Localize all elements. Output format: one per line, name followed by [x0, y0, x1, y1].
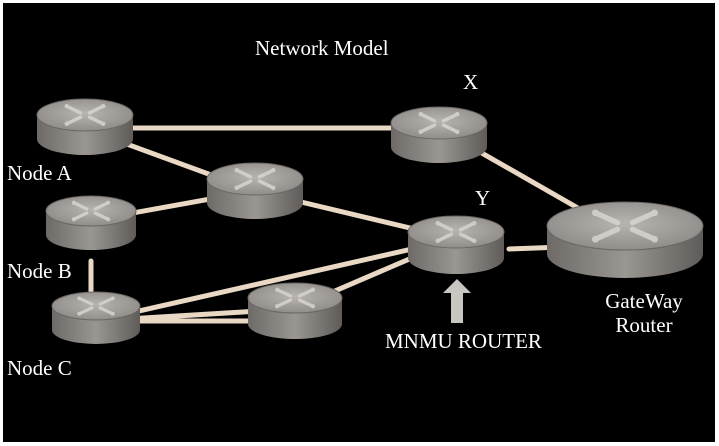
gateway-label-line1: GateWay	[605, 289, 683, 313]
node-c-label: Node C	[7, 356, 72, 380]
router-top	[390, 106, 488, 140]
network-diagram	[36, 98, 704, 344]
router-gateway	[546, 201, 704, 278]
router-top	[546, 201, 704, 251]
diagram-canvas: Network Model X Y Node A Node B Node C M…	[3, 3, 715, 442]
mnmu-router-label: MNMU ROUTER	[385, 329, 542, 353]
router-node-a	[36, 98, 134, 155]
router-top	[51, 291, 141, 321]
router-y	[407, 215, 505, 274]
router-icon	[275, 287, 315, 309]
router-x	[390, 106, 488, 163]
node-b-label: Node B	[7, 259, 72, 283]
router-top	[407, 215, 505, 249]
router-top	[36, 98, 134, 132]
router-5	[247, 282, 343, 339]
node-a-label: Node A	[7, 161, 72, 185]
diagram-title: Network Model	[255, 36, 389, 60]
router-icon	[592, 209, 658, 243]
router-top	[247, 282, 343, 314]
routers	[36, 98, 704, 344]
router-icon	[71, 200, 111, 222]
router-top	[45, 195, 137, 227]
link-c-y	[92, 236, 459, 324]
up-arrow-icon	[443, 279, 471, 323]
router-top	[206, 162, 304, 196]
router-node-b	[45, 195, 137, 250]
router-x-label: X	[463, 70, 479, 94]
router-icon	[64, 103, 106, 127]
router-y-label: Y	[475, 186, 491, 210]
network-links	[80, 125, 628, 324]
router-icon	[77, 296, 115, 316]
router-icon	[418, 111, 460, 135]
router-node-c	[51, 291, 141, 344]
router-hub	[206, 162, 304, 219]
router-icon	[435, 220, 477, 244]
gateway-label-line2: Router	[615, 313, 673, 337]
router-icon	[234, 167, 276, 191]
